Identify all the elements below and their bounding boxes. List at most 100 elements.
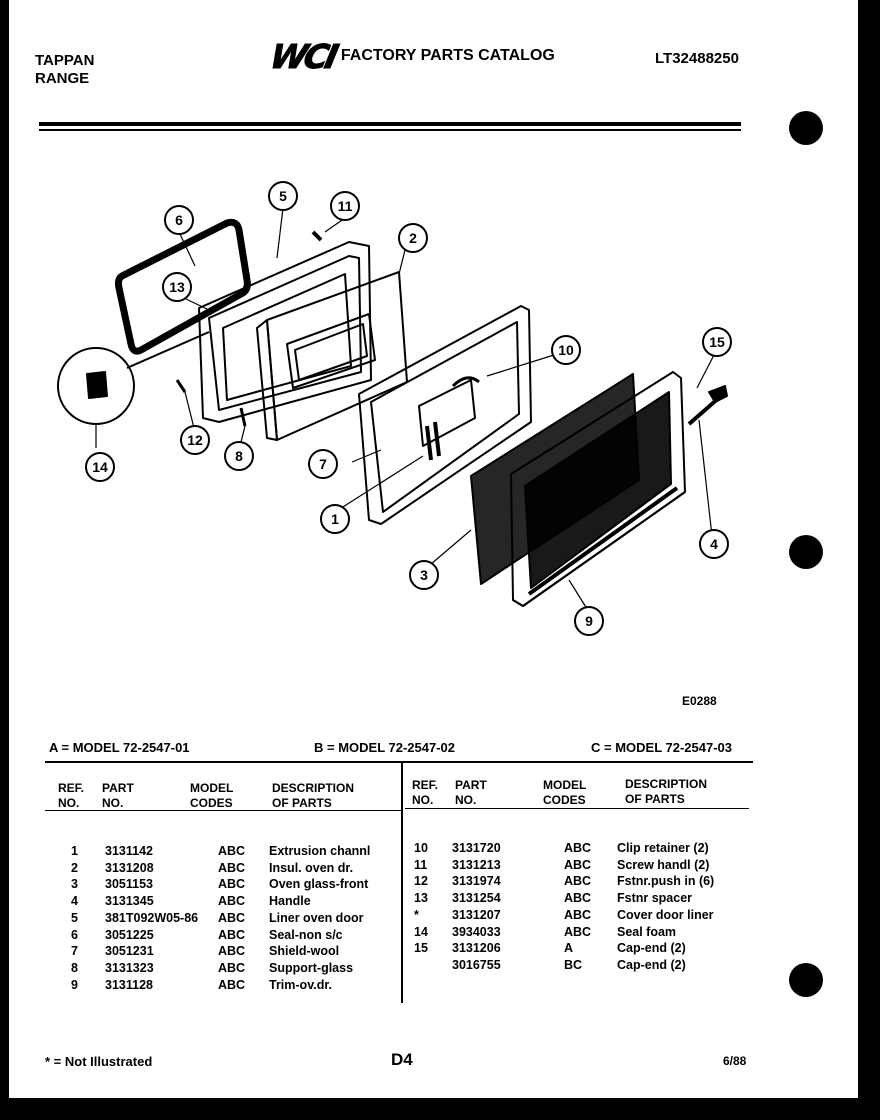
row-desc: Fstnr spacer [617,891,693,906]
table-header-rule-right [405,808,749,809]
row-ref: 1 [71,844,78,858]
row-desc: Insul. oven dr. [269,860,354,875]
binder-hole-bottom [789,963,823,997]
header-rule-thin [39,129,741,131]
row-codes: ABC [218,944,246,959]
row-desc: Cover door liner [617,907,714,922]
row-part: 3131207 [452,907,501,922]
callout-13: 13 [169,279,185,295]
row-ref: 7 [71,944,78,959]
row-desc: Liner oven door [269,910,364,925]
row-ref: 6 [71,927,78,942]
row-ref: 11 [414,857,428,872]
row-desc: Clip retainer (2) [617,841,709,855]
row-desc: Seal-non s/c [269,927,343,942]
header-rule-thick [39,122,741,126]
catalog-date: 6/88 [723,1054,747,1068]
part-shield-drawing [358,305,532,525]
diagram-code: E0288 [682,694,717,708]
row-codes: ABC [218,860,246,875]
page-number: D4 [391,1050,413,1069]
row-ref: 10 [414,841,428,855]
row-ref: 12 [414,874,428,889]
row-ref: 14 [414,924,428,939]
callout-5: 5 [279,188,287,204]
row-codes: A [564,941,574,956]
model-b: B = MODEL 72-2547-02 [314,740,456,755]
row-ref: 5 [71,910,78,925]
row-desc: Fstnr.push in (6) [617,874,715,889]
row-codes: ABC [218,877,246,892]
row-codes: ABC [564,857,592,872]
row-desc: Seal foam [617,924,677,939]
row-ref: 2 [71,860,78,875]
binder-hole-middle [789,535,823,569]
callout-4: 4 [710,536,718,552]
row-ref: 9 [71,977,78,992]
callout-7: 7 [319,456,327,472]
callout-8: 8 [235,448,243,464]
callout-3: 3 [420,567,428,583]
row-part: 3131323 [105,960,154,975]
row-codes: ABC [218,894,246,909]
row-part: 3131128 [105,977,153,992]
brand-label: TAPPAN RANGE [35,52,94,88]
row-desc: Trim-ov.dr. [269,977,332,992]
row-part: 3051231 [105,944,154,959]
row-part: 3131720 [452,841,501,855]
callout-11: 11 [338,198,353,214]
row-desc: Oven glass-front [269,877,369,892]
callout-2: 2 [409,230,417,246]
part-trim-drawing [510,371,686,607]
row-codes: ABC [564,891,592,906]
row-codes: ABC [564,907,592,922]
row-codes: ABC [564,874,592,889]
part-insulation-drawing [256,271,408,441]
row-part: 3131206 [452,941,501,956]
catalog-number: LT32488250 [655,50,739,67]
callout-6: 6 [175,212,183,228]
brand-line-2: RANGE [35,70,90,87]
row-codes: ABC [564,924,592,939]
row-part: 3131208 [105,860,154,875]
callout-10: 10 [558,342,574,358]
row-part: 3051153 [105,877,153,892]
row-desc: Handle [269,894,311,909]
callout-1: 1 [331,511,339,527]
row-codes: ABC [218,927,246,942]
row-part: 3131254 [452,891,501,906]
wci-logo: WCI [266,36,340,76]
not-illustrated-note: * = Not Illustrated [45,1054,153,1069]
part-seal-drawing [114,218,251,355]
row-desc: Screw handl (2) [617,857,710,872]
brand-line-1: TAPPAN [35,52,95,69]
callout-9: 9 [585,613,593,629]
row-desc: Cap-end (2) [617,957,686,972]
row-part: 3131974 [452,874,501,889]
row-part: 3131142 [105,844,153,858]
row-part: 3051225 [105,927,154,942]
catalog-title: FACTORY PARTS CATALOG [340,47,555,64]
header-ref-left: REF.NO. [58,781,85,810]
callout-15: 15 [709,334,725,350]
callout-12: 12 [187,432,203,448]
row-part: 3016755 [452,957,501,972]
model-c: C = MODEL 72-2547-03 [591,740,733,755]
catalog-page: TAPPAN RANGE WCI FACTORY PARTS CATALOG L… [9,0,858,1098]
header-ref-right: REF.NO. [412,778,439,807]
row-part: 3934033 [452,924,501,939]
model-a: A = MODEL 72-2547-01 [49,740,190,755]
row-part: 381T092W05-86 [105,910,199,925]
row-desc: Support-glass [269,960,354,975]
part-hardware-drawing [175,230,323,427]
catalog-header: WCI FACTORY PARTS CATALOG [266,36,555,76]
callout-14: 14 [92,459,108,475]
row-codes: ABC [218,960,246,975]
row-ref: 3 [71,877,78,892]
row-desc: Shield-wool [269,944,340,959]
row-codes: ABC [218,977,246,992]
